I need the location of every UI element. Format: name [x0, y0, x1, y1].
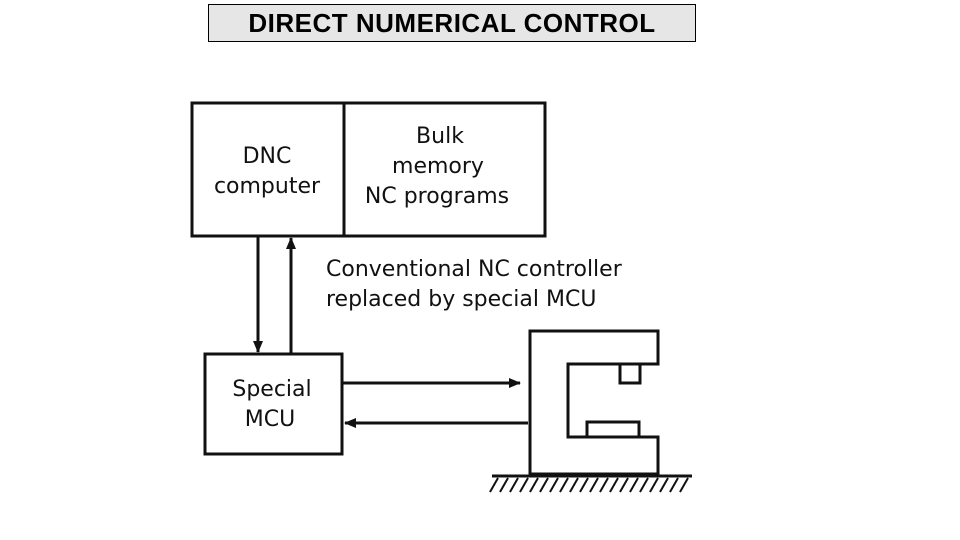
dnc-label-line1: DNC: [243, 144, 292, 169]
dnc-computer-block: DNC computer Bulk memory NC programs: [190, 101, 547, 238]
annotation-line1: Conventional NC controller: [326, 257, 623, 282]
mcu-label-line1: Special: [232, 377, 311, 402]
dnc-label-line2: computer: [214, 174, 321, 199]
title-banner: DIRECT NUMERICAL CONTROL: [208, 4, 696, 42]
special-mcu-box: [203, 352, 344, 456]
bulk-label-line2: memory: [392, 154, 484, 179]
page-title: DIRECT NUMERICAL CONTROL: [248, 7, 656, 38]
bulk-label-line3: NC programs: [365, 184, 509, 209]
annotation-line2: replaced by special MCU: [326, 287, 596, 312]
machine-tool-icon: [489, 329, 692, 493]
machine-spindle: [618, 362, 642, 385]
machine-frame: [528, 329, 660, 476]
bulk-label-line1: Bulk: [416, 124, 464, 149]
bulk-memory-box: [342, 101, 547, 238]
dnc-computer-box: [190, 101, 346, 238]
machine-workpiece: [585, 420, 641, 439]
ground-hatch: [489, 477, 689, 493]
mcu-label-line2: MCU: [245, 407, 295, 432]
